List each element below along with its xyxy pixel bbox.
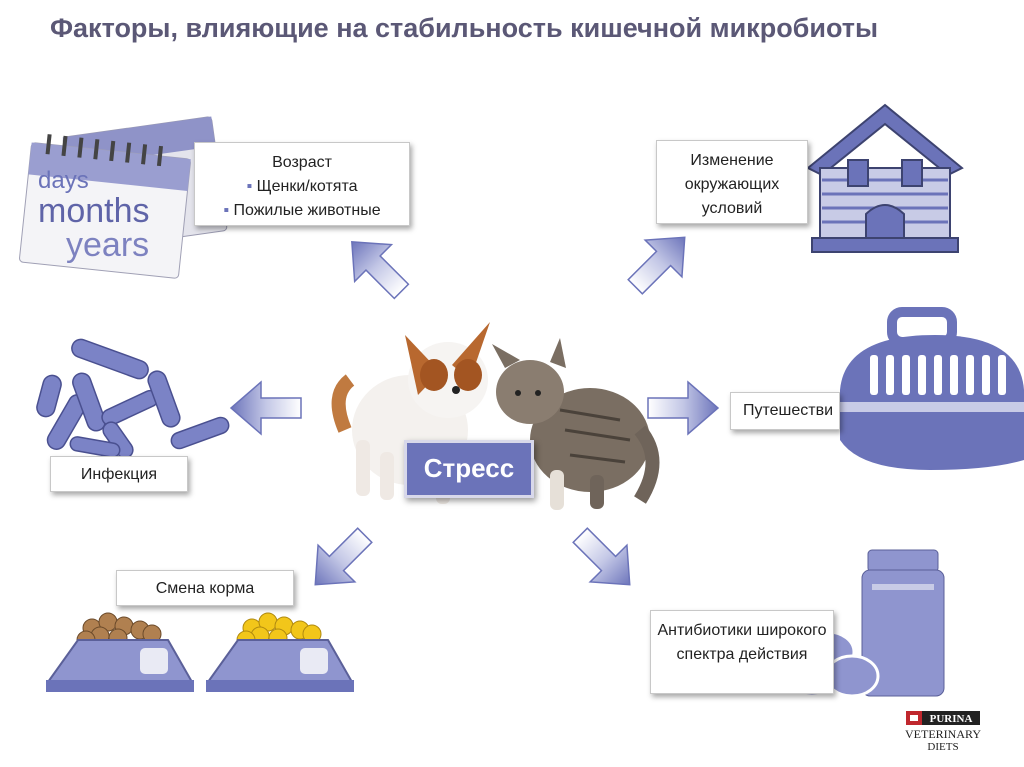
arrow-down-right: [572, 527, 631, 586]
arrow-right: [647, 380, 720, 436]
logo-diets-text: DIETS: [927, 741, 958, 753]
calendar-word-days: days: [38, 167, 89, 194]
food-bowl-icon-2: [206, 612, 354, 692]
house-icon: [806, 103, 964, 253]
food-bowl-icon: [46, 612, 194, 692]
age-title: Возраст: [272, 154, 332, 171]
logo-purina-text: PURINA: [930, 713, 973, 725]
infection-label: Инфекция: [80, 466, 158, 483]
age-box: Возраст Щенки/котята Пожилые животные: [194, 142, 410, 226]
arrow-up-left: [351, 241, 410, 300]
calendar-word-years: years: [66, 226, 149, 264]
travel-label: Путешестви: [743, 402, 834, 419]
age-item-seniors: Пожилые животные: [195, 199, 409, 223]
bacteria-icon: [36, 338, 230, 459]
food-change-label: Смена корма: [155, 580, 255, 597]
arrow-left: [229, 380, 302, 436]
antibiotics-box: Антибиотики широкого спектра действия: [650, 610, 834, 694]
pill-bottle-icon: [861, 549, 945, 697]
age-item-puppies: Щенки/котята: [195, 175, 409, 199]
arrow-down-left: [314, 527, 373, 586]
logo-veterinary-text: VETERINARY: [905, 727, 981, 741]
antibiotics-label: Антибиотики широкого спектра действия: [657, 622, 827, 663]
pet-carrier-icon: [832, 307, 1024, 470]
calendar-word-months: months: [38, 192, 150, 230]
food-change-box: Смена корма: [116, 570, 294, 606]
travel-box: Путешестви: [730, 392, 840, 430]
environment-box: Изменение окружающих условий: [656, 140, 808, 224]
purina-logo: PURINA VETERINARY DIETS: [905, 711, 981, 753]
stress-label: Стресс: [423, 453, 515, 483]
calendar-icon: days months years: [19, 116, 228, 279]
environment-label: Изменение окружающих условий: [684, 152, 780, 217]
page-title: Факторы, влияющие на стабильность кишечн…: [50, 13, 879, 43]
cat-illustration: [492, 338, 660, 510]
arrow-up-right: [627, 236, 686, 295]
stress-center-box: Стресс: [404, 440, 534, 498]
infection-box: Инфекция: [50, 456, 188, 492]
